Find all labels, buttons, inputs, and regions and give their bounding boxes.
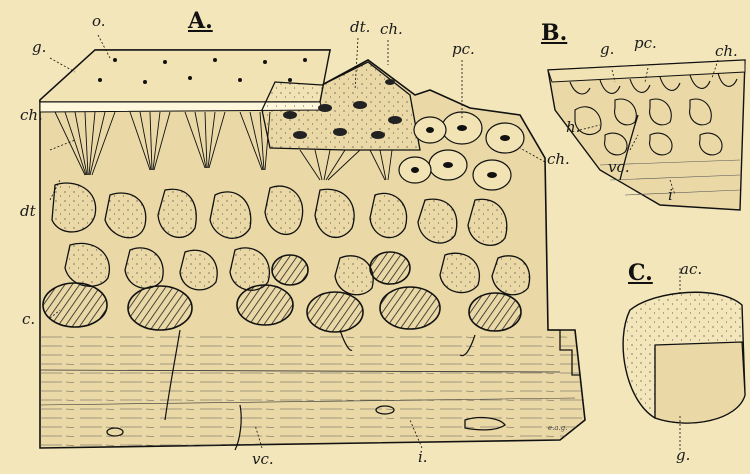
figure-c-section [623, 292, 745, 423]
label-a-o: o. [92, 14, 106, 29]
label-b-vc: vc. [608, 160, 630, 175]
engraver-signature: e.a.g. [548, 424, 567, 432]
label-c-g: g. [676, 448, 690, 463]
label-a-dt-left: dt [20, 204, 36, 219]
figure-b-letter: B. [541, 22, 567, 44]
label-a-dt-top: dt. [350, 20, 370, 35]
label-a-ch-left: ch. [20, 108, 43, 123]
label-a-ch-right: ch. [547, 152, 570, 167]
label-a-ch-top: ch. [380, 22, 403, 37]
label-a-i: i. [418, 450, 428, 465]
label-a-c: c. [22, 312, 35, 327]
label-b-ch: ch. [715, 44, 738, 59]
label-a-g: g. [32, 40, 46, 55]
label-b-i: i [668, 188, 673, 203]
label-c-ac: ac. [680, 262, 702, 277]
label-a-pc: pc. [452, 42, 475, 57]
figure-a-section [40, 50, 585, 450]
label-b-pc: pc. [634, 36, 657, 51]
label-b-g: g. [600, 42, 614, 57]
figure-c-letter: C. [628, 262, 653, 284]
figure-a-letter: A. [188, 10, 213, 32]
label-a-vc: vc. [252, 452, 274, 467]
label-b-h: h. [566, 120, 580, 135]
